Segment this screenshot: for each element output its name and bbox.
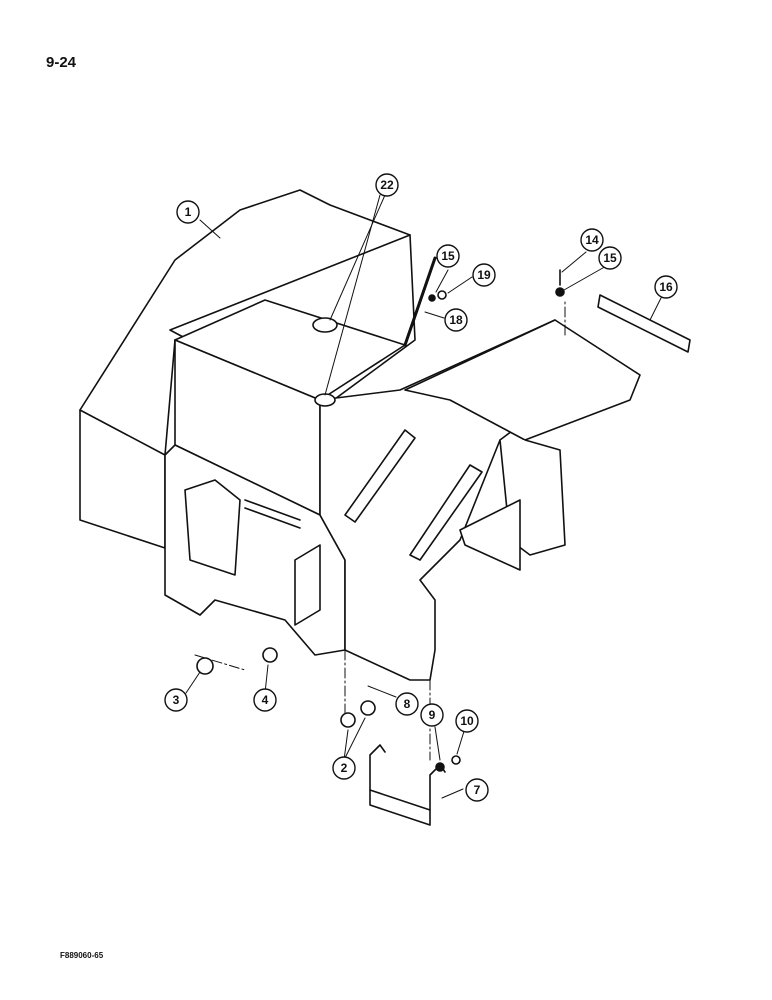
step-plate	[369, 789, 431, 811]
part-3-bushing	[196, 657, 214, 675]
callout-16: 16	[659, 280, 673, 294]
callout-7: 7	[474, 783, 481, 797]
step-bracket	[369, 744, 446, 826]
callout-14: 14	[585, 233, 599, 247]
callout-15-upper-right: 15	[603, 251, 617, 265]
callout-18: 18	[449, 313, 463, 327]
filler-cap	[312, 317, 338, 333]
cab-outline-inner	[79, 409, 166, 456]
platform-brace	[459, 499, 521, 571]
page-number: 9-24	[46, 54, 77, 71]
rod	[403, 256, 437, 347]
callout-9: 9	[429, 708, 436, 722]
part-2-bushing-b	[360, 700, 376, 716]
trim-plate	[597, 294, 691, 353]
callout-19: 19	[477, 268, 491, 282]
handle-slot-1	[344, 429, 416, 523]
part-15a-washer	[428, 294, 436, 302]
align-line-3	[194, 654, 246, 671]
figure-code: F889060-65	[60, 951, 104, 960]
slot	[244, 499, 301, 521]
callout-1: 1	[185, 205, 192, 219]
part-2-bushing-a	[340, 712, 356, 728]
callout-15-upper-left: 15	[441, 249, 455, 263]
handle-slot-2	[409, 464, 483, 561]
part-19-nut	[437, 290, 447, 300]
callout-4: 4	[262, 693, 269, 707]
part-15b-washer	[555, 287, 565, 297]
filler-neck	[314, 393, 336, 407]
callout-22: 22	[380, 178, 394, 192]
part-4-bolt	[262, 647, 278, 663]
slot-2	[244, 507, 301, 529]
callout-8: 8	[404, 697, 411, 711]
inner-box	[184, 479, 241, 576]
callout-3: 3	[173, 693, 180, 707]
inner-box-2	[294, 544, 321, 626]
part-10-nut	[451, 755, 461, 765]
callout-2: 2	[341, 761, 348, 775]
callout-10: 10	[460, 714, 474, 728]
